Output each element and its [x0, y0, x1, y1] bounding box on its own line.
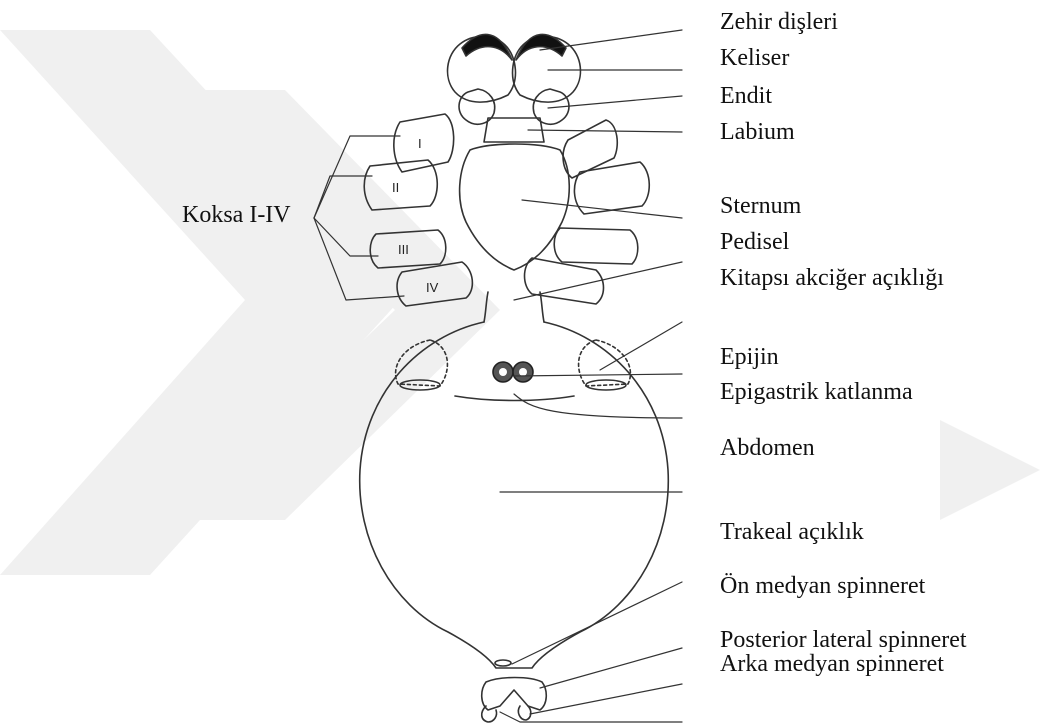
- endite-left: [459, 89, 495, 124]
- coxa-right-2: [574, 162, 649, 214]
- label-labium: Labium: [720, 120, 795, 144]
- tracheal-opening: [495, 660, 511, 666]
- label-on-medyan: Ön medyan spinneret: [720, 574, 925, 598]
- label-keliser: Keliser: [720, 46, 789, 70]
- label-koksa: Koksa I-IV: [182, 203, 291, 227]
- label-kitapsi-akciger: Kitapsı akciğer açıklığı: [720, 266, 944, 290]
- label-zehir-disleri: Zehir dişleri: [720, 10, 838, 34]
- label-posterior-lateral: Posterior lateral spinneret: [720, 628, 967, 652]
- coxa-numeral-2: II: [392, 180, 399, 195]
- label-endit: Endit: [720, 84, 772, 108]
- coxa-right-1: [563, 120, 617, 178]
- label-pedisel: Pedisel: [720, 230, 789, 254]
- coxa-right-3: [554, 228, 638, 264]
- label-abdomen: Abdomen: [720, 436, 815, 460]
- label-trakeal: Trakeal açıklık: [720, 520, 864, 544]
- label-epigastrik: Epigastrik katlanma: [720, 380, 913, 404]
- epigyne: [493, 362, 533, 382]
- coxa-numeral-1: I: [418, 136, 422, 151]
- coxa-right-4: [525, 258, 604, 304]
- book-lung-right: [579, 340, 631, 386]
- spinnerets: [482, 678, 547, 711]
- watermark: [0, 30, 1040, 575]
- label-arka-medyan: Arka medyan spinneret: [720, 652, 944, 676]
- label-epijin: Epijin: [720, 345, 779, 369]
- label-sternum: Sternum: [720, 194, 801, 218]
- spinneret-posterior-median: [518, 706, 530, 720]
- epigastric-furrow: [455, 396, 574, 401]
- coxa-numeral-3: III: [398, 242, 409, 257]
- watermark-triangle: [940, 420, 1040, 520]
- sternum: [460, 144, 570, 270]
- coxa-numeral-4: IV: [426, 280, 439, 295]
- leader-lines: [500, 30, 682, 722]
